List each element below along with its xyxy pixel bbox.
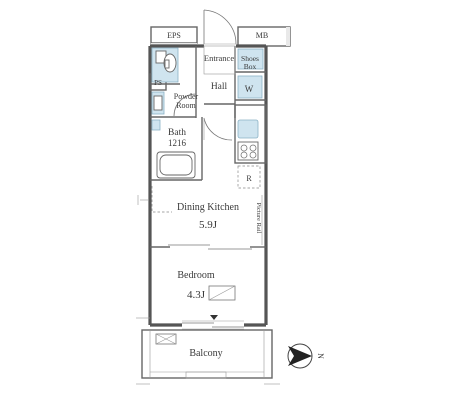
- powder-vanity: [151, 91, 165, 115]
- kitchen-stove: [237, 141, 259, 161]
- dining-kitchen-size-label: 5.9J: [199, 219, 218, 231]
- entrance-step: [203, 45, 236, 75]
- eps-label: EPS: [167, 31, 181, 40]
- bath-door: [203, 117, 233, 141]
- bath-label: Bath: [168, 128, 186, 138]
- kitchen-sink: [237, 119, 259, 139]
- balcony-label: Balcony: [189, 348, 222, 359]
- compass-north-label: N: [316, 353, 325, 359]
- hall-label: Hall: [211, 82, 228, 92]
- shoes-box: [237, 48, 264, 70]
- mb-label: MB: [256, 31, 268, 40]
- closet-mark: [208, 285, 236, 301]
- powder-label-line1: Powder: [174, 92, 199, 101]
- powder-label-line2: Room: [176, 101, 196, 110]
- entrance-door: [203, 9, 237, 45]
- bathtub: [151, 119, 196, 179]
- shoes-box-label-line1: Shoes: [241, 54, 259, 63]
- entrance-label: Entrance: [204, 53, 234, 63]
- picture-rail-label: Picture Rail: [255, 203, 262, 234]
- bedroom-size-label: 4.3J: [187, 289, 206, 301]
- dk-dashed-area: [151, 186, 172, 213]
- dining-kitchen-label: Dining Kitchen: [177, 202, 239, 213]
- toilet: [151, 47, 179, 83]
- bedroom-label: Bedroom: [177, 270, 214, 281]
- window-marker-icon: [210, 315, 218, 320]
- bath-size-label: 1216: [168, 138, 187, 148]
- compass-icon: [287, 343, 313, 369]
- shoes-box-label-line2: Box: [244, 62, 257, 71]
- balcony-window: [182, 320, 244, 330]
- powder-door: [173, 93, 197, 117]
- fridge-space: [237, 165, 261, 189]
- fridge-label: R: [246, 174, 252, 183]
- balcony: [141, 329, 273, 379]
- outer-walls: [148, 44, 268, 327]
- washer-space: [237, 75, 263, 99]
- washer-label: W: [245, 84, 254, 94]
- ps-label: PS: [154, 79, 162, 87]
